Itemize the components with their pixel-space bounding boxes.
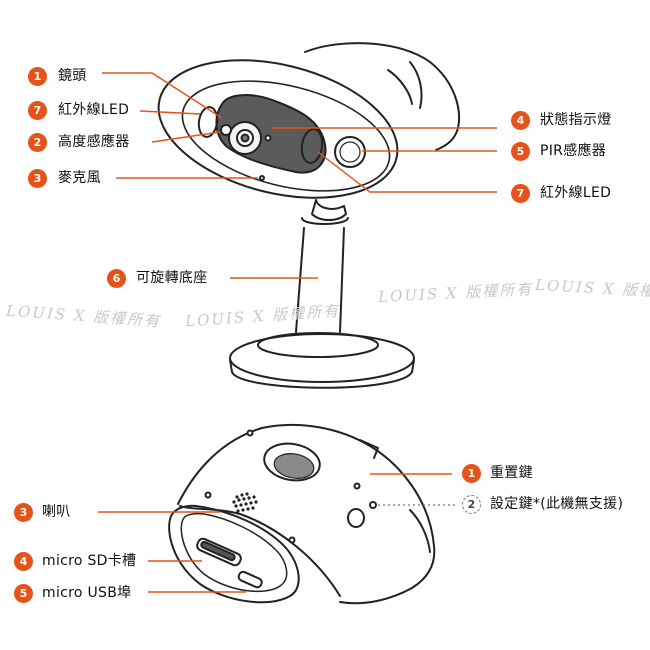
callout-badge-sd-slot: 4 <box>14 552 33 571</box>
callout-badge-rotating-base: 6 <box>107 269 126 288</box>
leader-lines <box>98 72 497 593</box>
callout-label-height-sensor: 高度感應器 <box>58 134 130 150</box>
callout-badge-ir-led-right: 7 <box>511 184 530 203</box>
callout-label-reset-button: 重置鍵 <box>490 465 533 481</box>
callout-label-ir-led-left: 紅外線LED <box>58 102 130 118</box>
camera-head <box>157 42 460 199</box>
camera-stand <box>229 199 415 389</box>
callout-label-speaker: 喇叭 <box>42 504 71 520</box>
callout-badge-microphone: 3 <box>28 169 47 188</box>
callout-badge-usb-port: 5 <box>14 584 33 603</box>
camera-back <box>168 423 436 605</box>
callout-label-ir-led-right: 紅外線LED <box>540 185 612 201</box>
callout-badge-ir-led-left: 7 <box>28 101 47 120</box>
callout-badge-pir-sensor: 5 <box>511 142 530 161</box>
callout-badge-status-led: 4 <box>511 111 530 130</box>
callout-label-sd-slot: micro SD卡槽 <box>42 553 137 569</box>
callout-label-usb-port: micro USB埠 <box>42 585 132 601</box>
callout-badge-setup-button: 2 <box>462 495 481 514</box>
callout-label-pir-sensor: PIR感應器 <box>540 143 607 159</box>
callout-badge-reset-button: 1 <box>462 464 481 483</box>
callout-label-microphone: 麥克風 <box>58 170 101 186</box>
callout-badge-speaker: 3 <box>14 503 33 522</box>
callout-badge-lens: 1 <box>28 67 47 86</box>
speaker-grille <box>232 492 258 513</box>
callout-label-status-led: 狀態指示燈 <box>540 112 612 128</box>
callout-label-setup-button: 設定鍵*(此機無支援) <box>490 496 624 512</box>
callout-label-rotating-base: 可旋轉底座 <box>136 270 208 286</box>
callout-badge-height-sensor: 2 <box>28 133 47 152</box>
callout-label-lens: 鏡頭 <box>58 68 87 84</box>
